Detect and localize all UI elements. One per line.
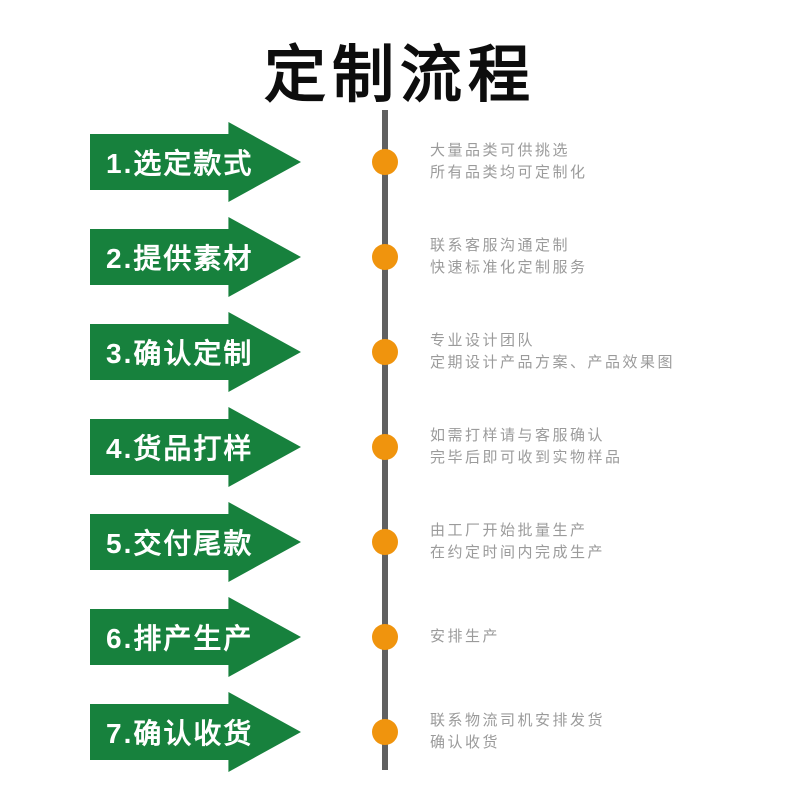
step-description: 专业设计团队 定期设计产品方案、产品效果图 xyxy=(430,312,675,392)
timeline-dot xyxy=(372,149,398,175)
step-row-3: 3.确认定制 专业设计团队 定期设计产品方案、产品效果图 xyxy=(0,312,800,392)
desc-line: 联系客服沟通定制 xyxy=(430,237,571,254)
step-description: 联系物流司机安排发货 确认收货 xyxy=(430,692,605,772)
step-arrow: 4.货品打样 xyxy=(90,407,301,487)
page-title: 定制流程 xyxy=(263,41,536,110)
desc-line: 联系物流司机安排发货 xyxy=(430,712,606,729)
step-row-4: 4.货品打样 如需打样请与客服确认 完毕后即可收到实物样品 xyxy=(0,407,800,487)
step-label: 6.排产生产 xyxy=(106,623,254,654)
timeline-dot xyxy=(372,244,398,270)
desc-line: 专业设计团队 xyxy=(430,332,536,349)
timeline-dot xyxy=(372,339,398,365)
step-arrow: 5.交付尾款 xyxy=(90,502,301,582)
desc-line: 如需打样请与客服确认 xyxy=(430,427,606,444)
desc-line: 快速标准化定制服务 xyxy=(430,259,588,276)
step-label: 2.提供素材 xyxy=(106,243,254,274)
step-description: 由工厂开始批量生产 在约定时间内完成生产 xyxy=(430,502,605,582)
desc-line: 所有品类均可定制化 xyxy=(430,164,588,181)
desc-line: 在约定时间内完成生产 xyxy=(430,544,606,561)
step-row-1: 1.选定款式 大量品类可供挑选 所有品类均可定制化 xyxy=(0,122,800,202)
step-label: 1.选定款式 xyxy=(106,148,254,179)
desc-line: 确认收货 xyxy=(430,734,501,751)
step-arrow: 6.排产生产 xyxy=(90,597,301,677)
timeline-dot xyxy=(372,434,398,460)
step-label: 3.确认定制 xyxy=(106,338,254,369)
step-arrow: 3.确认定制 xyxy=(90,312,301,392)
step-description: 如需打样请与客服确认 完毕后即可收到实物样品 xyxy=(430,407,623,487)
step-row-6: 6.排产生产 安排生产 xyxy=(0,597,800,677)
step-label: 7.确认收货 xyxy=(106,718,254,749)
step-label: 5.交付尾款 xyxy=(106,528,254,559)
step-row-5: 5.交付尾款 由工厂开始批量生产 在约定时间内完成生产 xyxy=(0,502,800,582)
step-description: 联系客服沟通定制 快速标准化定制服务 xyxy=(430,217,588,297)
timeline-dot xyxy=(372,529,398,555)
step-description: 大量品类可供挑选 所有品类均可定制化 xyxy=(430,122,588,202)
desc-line: 安排生产 xyxy=(430,628,501,645)
desc-line: 大量品类可供挑选 xyxy=(430,142,571,159)
desc-line: 定期设计产品方案、产品效果图 xyxy=(430,354,676,371)
step-row-2: 2.提供素材 联系客服沟通定制 快速标准化定制服务 xyxy=(0,217,800,297)
step-arrow: 1.选定款式 xyxy=(90,122,301,202)
step-row-7: 7.确认收货 联系物流司机安排发货 确认收货 xyxy=(0,692,800,772)
step-arrow: 2.提供素材 xyxy=(90,217,301,297)
step-label: 4.货品打样 xyxy=(106,433,254,464)
step-description: 安排生产 xyxy=(430,597,500,677)
timeline-dot xyxy=(372,719,398,745)
desc-line: 由工厂开始批量生产 xyxy=(430,522,588,539)
step-arrow: 7.确认收货 xyxy=(90,692,301,772)
timeline-dot xyxy=(372,624,398,650)
desc-line: 完毕后即可收到实物样品 xyxy=(430,449,623,466)
